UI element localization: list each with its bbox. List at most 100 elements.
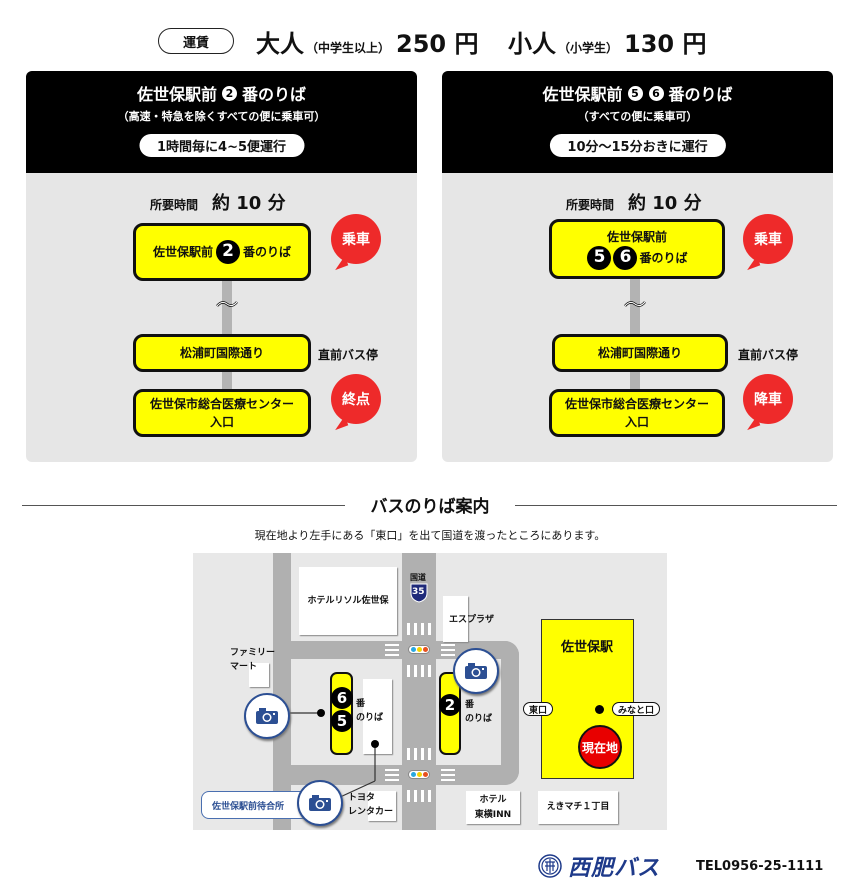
stop-56-label: 番 のりば — [356, 697, 383, 726]
stop-number-6: 6 — [331, 687, 353, 709]
adult-price: 250 円 — [396, 30, 479, 58]
frequency-pill: 10分～15分おきに運行 — [549, 134, 726, 157]
stop-2-label-line1: 番 — [465, 700, 475, 710]
adult-fare: 大人 （中学生以上） 250 円 — [256, 24, 478, 59]
building-familymart: ファミリー マート — [230, 646, 275, 675]
route-panel-stop-2: 佐世保駅前 2 番のりば （高速・特急を除くすべての便に乗車可） 1時間毎に4~… — [26, 71, 417, 462]
fare-badge: 運賃 — [158, 28, 234, 54]
traffic-signal-icon — [408, 645, 430, 654]
title-prefix: 佐世保駅前 — [542, 85, 623, 104]
title-suffix: 番のりば — [668, 85, 733, 104]
panel-title: 佐世保駅前 2 番のりば — [26, 81, 417, 105]
panel-header: 佐世保駅前 5 6 番のりば （すべての便に乗車可） 10分～15分おきに運行 — [442, 71, 833, 173]
stop-name-line2: 入口 — [624, 415, 649, 429]
crosswalk — [407, 623, 431, 635]
omitted-section-icon — [216, 301, 238, 307]
child-fare: 小人 （小学生） 130 円 — [508, 24, 706, 59]
stop-number: 6 — [613, 246, 638, 270]
alight-bubble: 降車 — [743, 374, 793, 424]
child-note: （小学生） — [558, 41, 619, 55]
stop-name: 松浦町国際通り — [179, 346, 264, 360]
crosswalk — [407, 748, 431, 760]
camera-icon — [465, 663, 487, 679]
building-toyoko-inn: ホテル 東横INN — [466, 791, 520, 824]
stop-name: 佐世保市総合医療センター — [564, 397, 709, 411]
title-suffix: 番のりば — [242, 85, 307, 104]
familymart-line1: ファミリー — [230, 648, 276, 658]
toyota-line1: トヨタ — [348, 793, 376, 803]
child-price: 130 円 — [624, 30, 707, 58]
previous-stop-note: 直前バス停 — [318, 348, 379, 362]
company-logo: 西肥バス — [538, 850, 660, 882]
stop-number-2: 2 — [439, 694, 461, 716]
pointer-dot — [317, 709, 325, 717]
stop-2-label-line2: のりば — [465, 714, 493, 725]
camera-icon-waiting-room[interactable] — [297, 780, 343, 826]
frequency-pill: 1時間毎に4~5便運行 — [138, 134, 305, 157]
building-esplaza: エスプラザ — [449, 615, 495, 625]
stop-number-badge: 2 — [222, 85, 237, 101]
stop-number-badge: 6 — [648, 85, 664, 101]
stop-suffix: 番のりば — [639, 251, 688, 265]
waiting-room-label: 佐世保駅前待合所 — [201, 791, 311, 819]
toyoko-line2: 東横INN — [474, 809, 512, 820]
duration: 所要時間 約 10 分 — [566, 189, 702, 215]
company-emblem-icon — [538, 854, 562, 878]
station-name: 佐世保駅 — [561, 640, 614, 655]
route-sign-label: 国道 — [410, 573, 426, 582]
phone-number: TEL0956-25-1111 — [696, 859, 824, 874]
panel-subtitle: （すべての便に乗車可） — [577, 110, 698, 123]
current-location-marker: 現在地 — [578, 725, 622, 769]
terminal-bubble: 終点 — [331, 374, 381, 424]
building-toyota: トヨタ レンタカー — [348, 791, 393, 820]
panel-header: 佐世保駅前 2 番のりば （高速・特急を除くすべての便に乗車可） 1時間毎に4~… — [26, 71, 417, 173]
stop-sasebo-station-56: 佐世保駅前 5 6 番のりば — [549, 219, 725, 279]
crosswalk — [441, 769, 455, 781]
road-west — [273, 553, 291, 830]
adult-note: （中学生以上） — [306, 41, 391, 55]
board-bubble: 乗車 — [743, 214, 793, 264]
section-title: バスのりば案内 — [370, 497, 490, 517]
stop-name: 松浦町国際通り — [597, 346, 682, 360]
divider-right — [515, 505, 837, 506]
stop-matsuuracho: 松浦町国際通り — [133, 334, 311, 372]
child-label: 小人 — [508, 30, 556, 58]
adult-label: 大人 — [256, 30, 304, 58]
stop-name: 佐世保市総合医療センター — [149, 397, 294, 411]
duration: 所要時間 約 10 分 — [150, 189, 286, 215]
section-description: 現在地より左手にある「東口」を出て国道を渡ったところにあります。 — [254, 529, 606, 542]
east-exit-label: 東口 — [523, 702, 554, 716]
traffic-signal-icon — [408, 770, 430, 779]
stop-name: 佐世保駅前 — [606, 230, 667, 244]
stop-name-line2: 入口 — [209, 415, 234, 429]
toyota-line2: レンタカー — [348, 807, 394, 818]
duration-label: 所要時間 — [150, 198, 199, 212]
camera-icon-stop-56[interactable] — [244, 693, 290, 739]
divider-left — [22, 505, 345, 506]
familymart-line2: マート — [230, 662, 258, 673]
stop-sasebo-station-2: 佐世保駅前 2 番のりば — [133, 223, 311, 281]
stop-2-label: 番 のりば — [465, 698, 492, 727]
building-esplaza-block — [443, 596, 468, 642]
building-ekimachi: えきマチ１丁目 — [538, 791, 618, 824]
station-map: 国道 35 ホテルリソル佐世保 エスプラザ ファミリー マート トヨタ レンタカ… — [193, 553, 667, 830]
crosswalk — [407, 665, 431, 677]
camera-icon-stop-2[interactable] — [453, 648, 499, 694]
toyoko-line1: ホテル — [479, 795, 507, 806]
stop-56-label-line1: 番 — [356, 699, 366, 709]
panel-subtitle: （高速・特急を除くすべての便に乗車可） — [117, 110, 326, 123]
duration-label: 所要時間 — [566, 198, 615, 212]
building-hotel-resol: ホテルリソル佐世保 — [299, 567, 397, 635]
previous-stop-note: 直前バス停 — [738, 348, 799, 362]
pointer-dot — [371, 740, 379, 748]
duration-value: 約 10 分 — [628, 193, 702, 214]
route-panel-stop-56: 佐世保駅前 5 6 番のりば （すべての便に乗車可） 10分～15分おきに運行 … — [442, 71, 833, 462]
stop-number: 2 — [216, 240, 240, 264]
camera-icon — [256, 708, 278, 724]
crosswalk — [385, 769, 399, 781]
stop-matsuuracho: 松浦町国際通り — [552, 334, 728, 372]
stop-numbers-row: 5 6 番のりば — [586, 246, 688, 270]
building-toyota-block — [368, 791, 396, 821]
stop-56-label-line2: のりば — [356, 713, 384, 724]
omitted-section-icon — [624, 301, 646, 307]
